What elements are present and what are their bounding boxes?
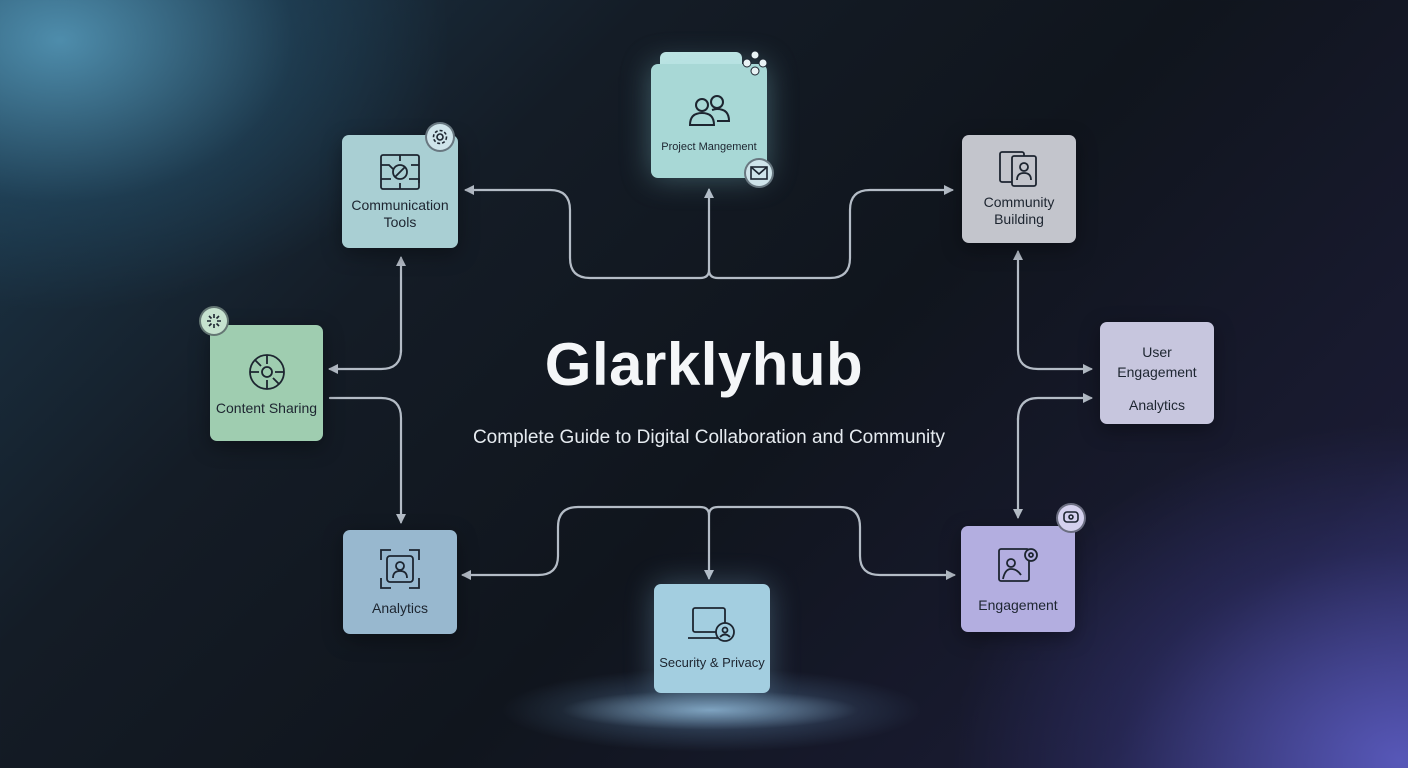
circuit-icon: [379, 153, 421, 191]
node-security-privacy-label: Security & Privacy: [659, 655, 765, 670]
focus-user-icon: [379, 548, 421, 590]
bottom-glow: [560, 690, 860, 730]
node-community-building-line2: Building: [994, 211, 1044, 227]
node-analytics[interactable]: Analytics: [343, 530, 457, 634]
mail-icon: [744, 158, 774, 188]
connector-to-analytics: [461, 505, 711, 580]
node-security-privacy[interactable]: Security & Privacy: [654, 584, 770, 693]
node-analytics-label: Analytics: [371, 599, 429, 616]
node-user-engagement-line1: User: [1142, 344, 1172, 360]
connector-to-user-engagement-top: [1016, 348, 1093, 374]
connector-to-comm-tools-from-sharing: [328, 348, 403, 374]
chat-gear-icon: [1056, 503, 1086, 533]
node-engagement[interactable]: Engagement: [961, 526, 1075, 632]
diagram-subtitle: Complete Guide to Digital Collaboration …: [472, 427, 946, 448]
node-user-engagement-line3: Analytics: [1128, 397, 1186, 413]
burst-icon: [199, 306, 229, 336]
node-communication-tools-line2: Tools: [383, 213, 417, 230]
picture-gear-icon: [997, 545, 1039, 585]
connector-to-engagement: [707, 505, 956, 580]
connector-to-user-engagement-bottom: [1016, 393, 1093, 422]
connector-to-communication-tools: [464, 185, 711, 280]
laptop-user-icon: [687, 606, 737, 644]
node-communication-tools-line1: Communication: [351, 196, 449, 213]
connector-sharing-to-analytics: [328, 396, 406, 524]
node-user-engagement-line2: Engagement: [1117, 364, 1197, 380]
share-cycle-icon: [245, 350, 289, 394]
node-content-sharing[interactable]: Content Sharing: [210, 325, 323, 441]
node-community-building[interactable]: Community Building: [962, 135, 1076, 243]
people-icon: [685, 93, 733, 133]
gear-icon: [425, 122, 455, 152]
connector-to-community-building: [707, 185, 954, 280]
node-project-management-tab: [660, 52, 742, 66]
node-project-management[interactable]: Project Mangement: [651, 64, 767, 178]
node-content-sharing-label: Content Sharing: [215, 399, 318, 416]
node-project-management-label: Project Mangement: [661, 140, 757, 153]
profile-cards-icon: [998, 150, 1040, 188]
node-user-engagement-analytics[interactable]: User Engagement Analytics: [1100, 322, 1214, 424]
diagram-title: Glarklyhub: [544, 331, 864, 398]
node-engagement-label: Engagement: [978, 596, 1058, 613]
node-communication-tools[interactable]: Communication Tools: [342, 135, 458, 248]
molecule-icon: [740, 50, 770, 76]
node-community-building-line1: Community: [983, 194, 1055, 210]
